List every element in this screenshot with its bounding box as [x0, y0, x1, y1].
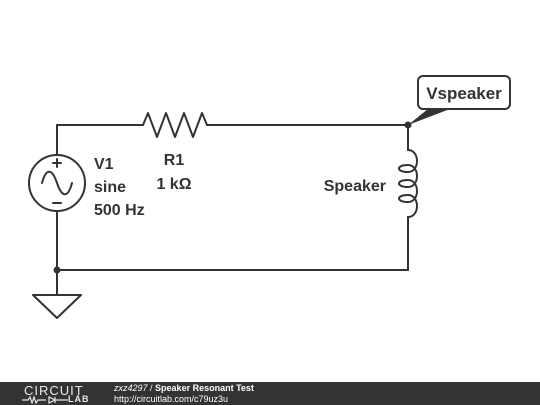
title-separator: /: [147, 383, 156, 393]
author-name[interactable]: zxz4297: [114, 383, 148, 393]
source-type-label: sine: [94, 179, 126, 196]
source-frequency-label: 500 Hz: [94, 202, 145, 219]
circuitlab-logo[interactable]: CIRCUIT LAB: [4, 382, 96, 405]
schematic-canvas: Vspeaker V1 sine 500 Hz R1 1 kΩ Speaker: [28, 75, 511, 319]
source-name-label: V1: [94, 156, 114, 173]
resistor-name-label: R1: [164, 152, 185, 169]
logo-wire-icon: [22, 395, 68, 404]
footer-bar: CIRCUIT LAB zxz4297 / Speaker Resonant T…: [0, 382, 540, 405]
circuit-url-link[interactable]: http://circuitlab.com/c79uz3u: [114, 394, 229, 404]
sine-source-icon: [28, 154, 86, 212]
logo-text-circuit: CIRCUIT: [24, 383, 84, 398]
footer-url-line: http://circuitlab.com/c79uz3u: [114, 394, 228, 405]
footer-title-line: zxz4297 / Speaker Resonant Test: [114, 383, 254, 394]
inductor-name-label: Speaker: [324, 178, 386, 195]
probe-label-box[interactable]: [417, 75, 511, 110]
inductor-speaker-symbol: [398, 149, 418, 218]
ground-icon: [32, 294, 82, 319]
probe-pointer: [408, 109, 450, 125]
logo-text-lab: LAB: [68, 394, 90, 404]
plus-icon: [52, 158, 62, 168]
circuit-title: Speaker Resonant Test: [155, 383, 254, 393]
resistor-value-label: 1 kΩ: [156, 176, 191, 193]
probe-label: Vspeaker: [426, 84, 502, 103]
junction-node-bottom-left: [53, 266, 61, 274]
sine-wave-icon: [41, 170, 73, 196]
resistor-r1-symbol: [142, 112, 208, 138]
